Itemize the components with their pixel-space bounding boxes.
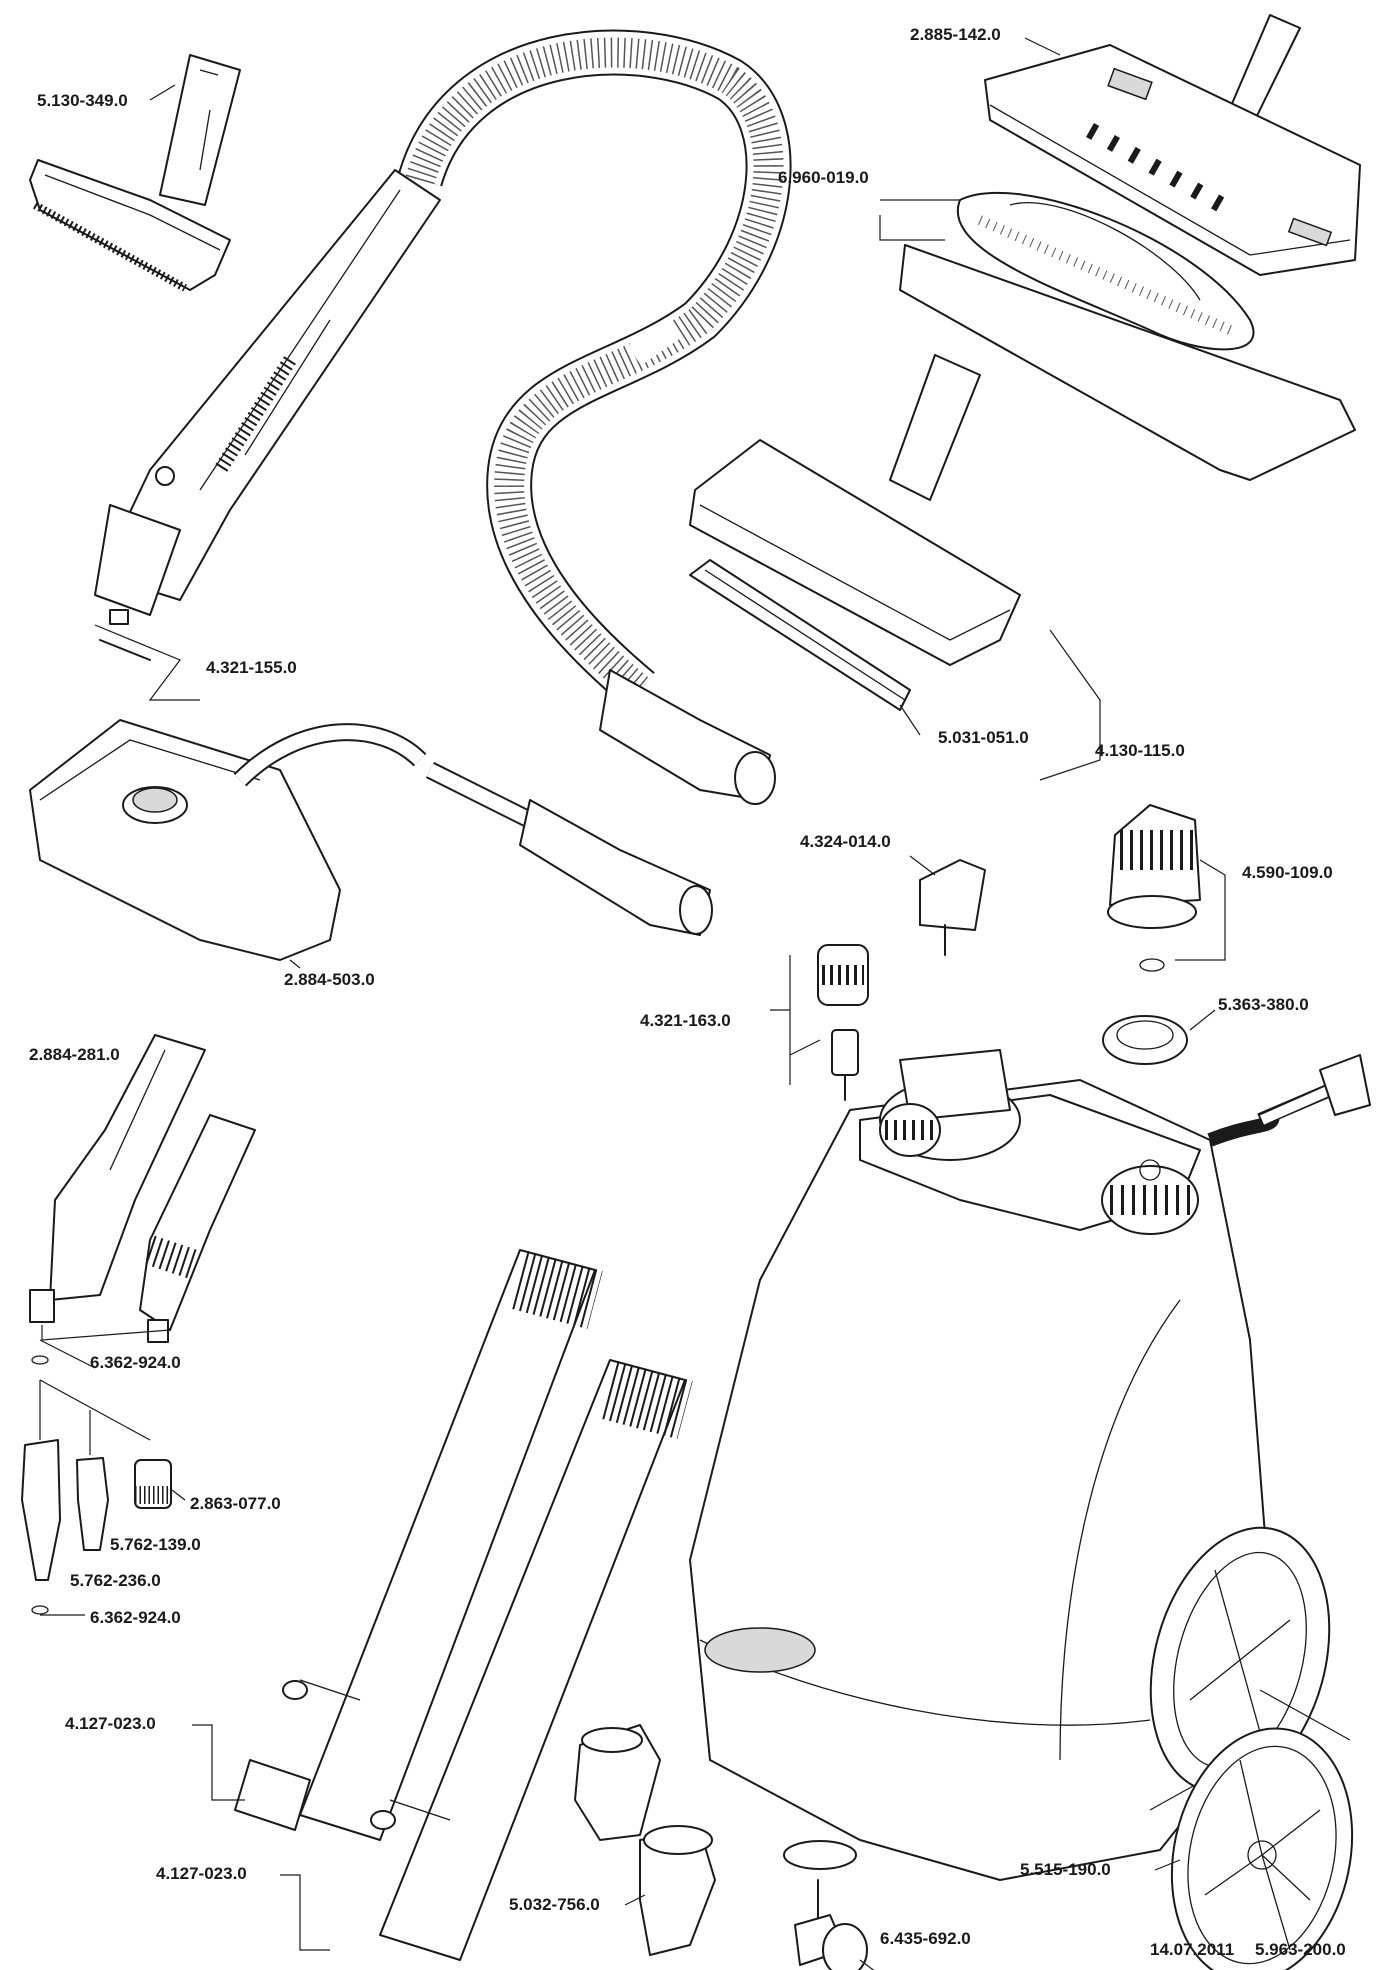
- floor-cloth-leader: [879, 199, 960, 241]
- castor-drawing: [794, 1879, 868, 1970]
- label-power-nozzle: 5.762-236.0: [70, 1571, 161, 1590]
- label-steam-switch: 4.321-163.0: [640, 1011, 731, 1030]
- steam-gun-leader: [94, 624, 200, 701]
- steam-switch-leader: [770, 955, 821, 1085]
- steam-cleaner-body-drawing: [689, 1049, 1371, 1881]
- footer-doc-number: 5.963-200.0: [1255, 1940, 1346, 1959]
- tank-caps-drawing: [919, 804, 1201, 1065]
- round-brush-large-leader: [171, 1489, 186, 1501]
- brush-nozzle-leader: [149, 84, 176, 101]
- label-steam-iron: 2.884-503.0: [284, 970, 375, 989]
- window-nozzle-leader: [1039, 629, 1101, 781]
- label-o-ring-lower: 6.362-924.0: [90, 1608, 181, 1627]
- label-tank-cap: 4.324-014.0: [800, 832, 891, 851]
- steam-switch-drawing: [817, 944, 869, 1101]
- window-nozzle-drawing: [689, 354, 1021, 711]
- label-safety-cap: 4.590-109.0: [1242, 863, 1333, 882]
- label-castor: 6.435-692.0: [880, 1929, 971, 1948]
- label-floor-nozzle: 2.885-142.0: [910, 25, 1001, 44]
- small-nozzles-drawing: [21, 1355, 172, 1615]
- label-window-nozzle: 4.130-115.0: [1095, 741, 1185, 760]
- label-round-brush-small: 5.762-139.0: [110, 1535, 201, 1554]
- footer-date: 14.07.2011: [1150, 1940, 1235, 1959]
- extension-tubes-drawing: [234, 1249, 693, 1961]
- label-extension-tube-2: 4.127-023.0: [156, 1864, 247, 1883]
- label-accessory-holder: 5.032-756.0: [509, 1895, 600, 1914]
- cap-seal-leader: [1189, 1009, 1216, 1031]
- label-extension-tube-1: 4.127-023.0: [65, 1714, 156, 1733]
- window-insert-leader: [899, 704, 921, 736]
- floor-cloth-drawing: [899, 191, 1356, 481]
- steam-iron-leader: [289, 959, 301, 969]
- accessory-holder-drawing: [574, 1724, 716, 1956]
- tube2-leader: [280, 1874, 330, 1951]
- wheel-drawing: [1170, 1727, 1354, 1970]
- tank-cap-leader: [909, 855, 936, 876]
- tube1-leader: [192, 1724, 245, 1801]
- label-window-nozzle-insert: 5.031-051.0: [938, 728, 1029, 747]
- label-steam-gun: 4.321-155.0: [206, 658, 297, 677]
- detail-nozzle-leader: [39, 1325, 171, 1369]
- label-brush-nozzle: 5.130-349.0: [37, 91, 128, 110]
- steam-iron-drawing: [29, 719, 713, 961]
- label-round-brush-large: 2.863-077.0: [190, 1494, 281, 1513]
- label-o-ring-upper: 6.362-924.0: [90, 1353, 181, 1372]
- label-cap-seal: 5.363-380.0: [1218, 995, 1309, 1014]
- label-wheel: 5.515-190.0: [1020, 1860, 1111, 1879]
- brush-nozzle-drawing: [29, 54, 241, 292]
- label-detail-nozzle-set: 2.884-281.0: [29, 1045, 120, 1064]
- castor-leader: [859, 1959, 875, 1970]
- steam-hose-drawing: [94, 29, 792, 805]
- safety-cap-leader: [1175, 859, 1226, 961]
- floor-nozzle-leader: [1024, 37, 1061, 56]
- accessory-holder-leader: [624, 1894, 646, 1906]
- wheel-leader: [1154, 1859, 1181, 1871]
- detail-nozzle-drawing: [29, 1034, 256, 1343]
- label-floor-cloth: 6.960-019.0: [778, 168, 869, 187]
- floor-nozzle-drawing: [984, 14, 1361, 276]
